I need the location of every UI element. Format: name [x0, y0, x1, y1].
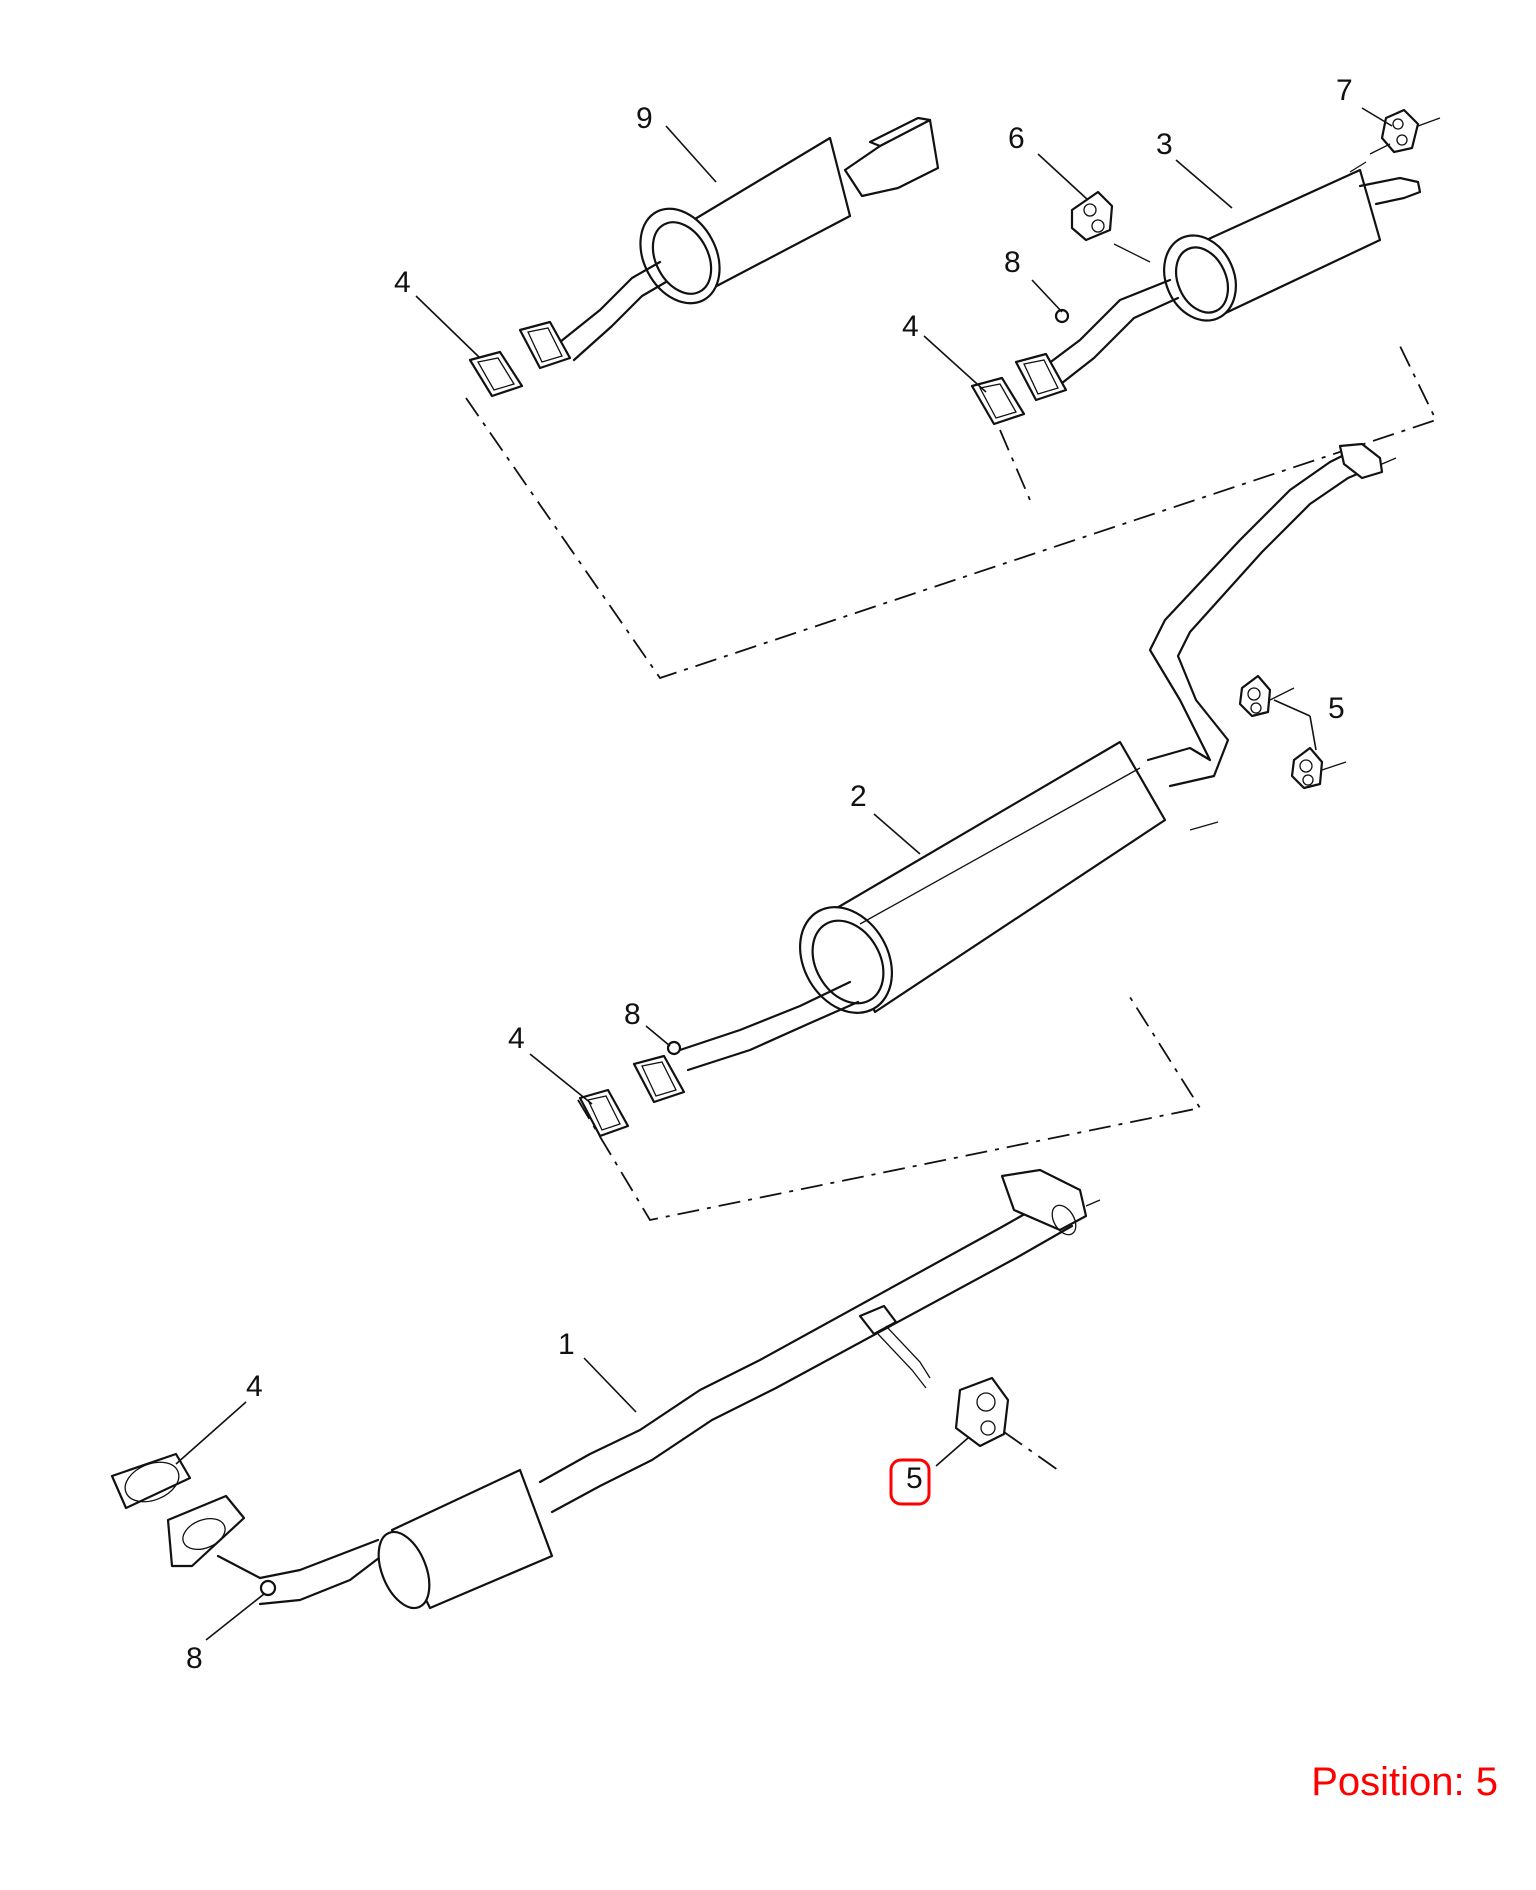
gasket-4-centre[interactable]	[578, 1054, 686, 1138]
part-5-rubber-mount-middle[interactable]	[1290, 746, 1347, 790]
callout-5-upper: 5	[1328, 692, 1345, 725]
upper-assembly-boundary	[465, 341, 1438, 680]
callout-6: 6	[1008, 122, 1025, 155]
highlight-box-callout-5	[889, 1458, 931, 1506]
callout-3: 3	[1156, 128, 1173, 161]
callout-8-centre: 8	[624, 998, 641, 1031]
boundary-tick-a	[999, 429, 1031, 501]
leader-lines	[175, 107, 1393, 1641]
callout-8-front: 8	[186, 1642, 203, 1675]
callout-8-upper: 8	[1004, 246, 1021, 279]
part-3-rear-silencer[interactable]	[1030, 161, 1422, 396]
callout-1: 1	[558, 1328, 575, 1361]
part-6-rubber-mount[interactable]	[1070, 190, 1151, 263]
part-5-rubber-mount-upper[interactable]	[1238, 674, 1295, 718]
part-9-rear-silencer[interactable]	[558, 116, 940, 362]
gasket-4-front[interactable]	[110, 1452, 246, 1568]
part-8-nut-centre[interactable]	[666, 1040, 682, 1056]
callout-7: 7	[1336, 74, 1353, 107]
part-8-nut-upper[interactable]	[1054, 308, 1070, 324]
part-5-rubber-mount-lower[interactable]	[954, 1376, 1059, 1471]
gasket-4-upper-right[interactable]	[970, 352, 1068, 426]
gasket-4-upper-left[interactable]	[468, 320, 572, 398]
part-7-hanger-bracket[interactable]	[1369, 108, 1441, 155]
callout-2: 2	[850, 780, 867, 813]
part-8-nut-front[interactable]	[259, 1579, 277, 1597]
callout-4-upper-right: 4	[902, 310, 919, 343]
lower-assembly-boundary	[577, 993, 1202, 1222]
part-1-front-pipe[interactable]	[216, 1168, 1101, 1615]
callout-4-upper-left: 4	[394, 266, 411, 299]
callout-5-lower: 5	[906, 1462, 923, 1495]
callout-9: 9	[636, 102, 653, 135]
callout-4-centre: 4	[508, 1022, 525, 1055]
part-2-centre-silencer[interactable]	[678, 442, 1397, 1072]
position-label: Position: 5	[1311, 1760, 1498, 1804]
callout-4-front: 4	[246, 1370, 263, 1403]
